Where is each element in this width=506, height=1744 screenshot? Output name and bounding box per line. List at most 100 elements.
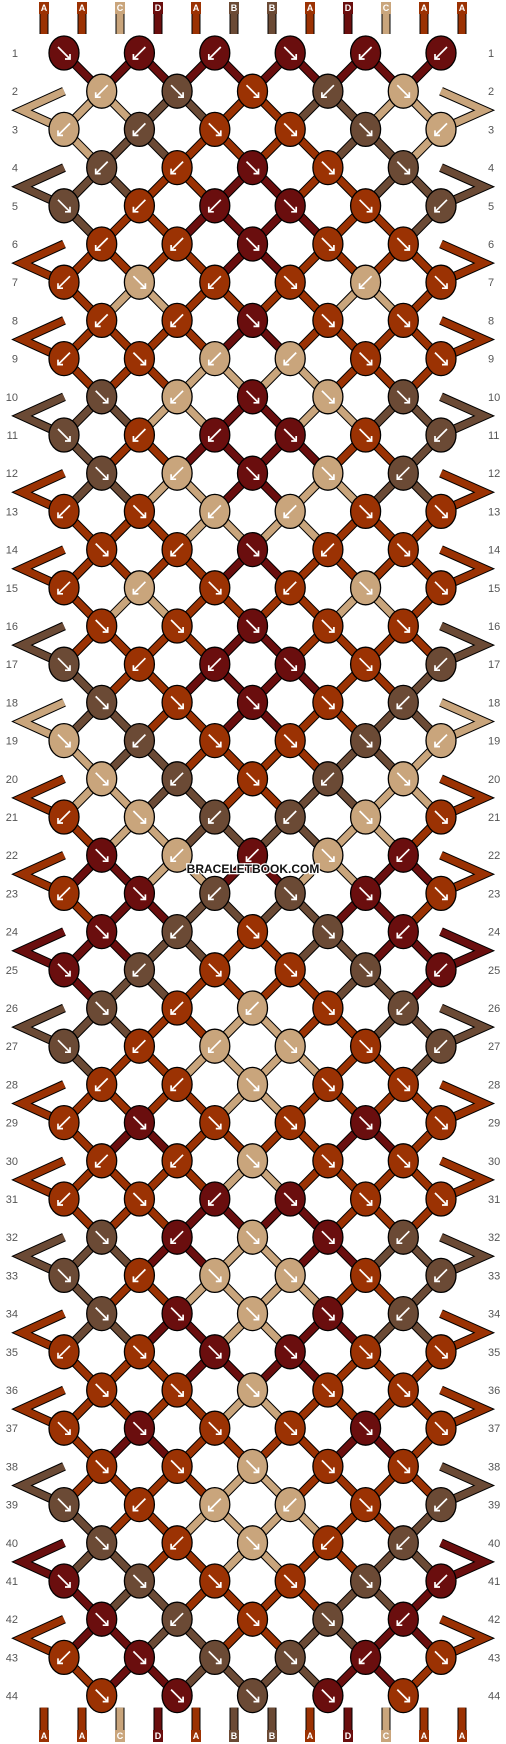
knot <box>274 1028 306 1064</box>
knot <box>312 608 344 644</box>
arrow-right-down-icon <box>358 581 373 595</box>
arrowhead-icon <box>207 283 214 290</box>
arrow-right-down-icon <box>245 1459 260 1474</box>
knot <box>236 761 269 797</box>
knot <box>236 1143 269 1179</box>
arrowhead-icon <box>442 359 448 366</box>
arrowhead-icon <box>170 168 177 175</box>
knot <box>123 35 156 71</box>
arrowhead-icon <box>207 1200 214 1206</box>
arrowhead-icon <box>215 588 222 595</box>
knot <box>123 570 156 606</box>
arrow-left-down-icon <box>132 657 147 671</box>
arrowhead-icon <box>442 1429 448 1436</box>
knot <box>236 1601 269 1637</box>
knot <box>236 837 269 873</box>
arrowhead-icon <box>291 665 298 672</box>
knot <box>86 1219 118 1255</box>
arrowhead-icon <box>102 627 109 633</box>
arrowhead-icon <box>102 1314 109 1321</box>
arrow-right-down-icon <box>95 1383 109 1397</box>
knot <box>86 1295 118 1332</box>
knot <box>387 149 419 186</box>
knot <box>199 722 231 759</box>
arrow-right-down-icon <box>95 390 109 404</box>
knot <box>274 111 306 148</box>
arrowhead-icon <box>434 1505 440 1512</box>
row-number-left: 3 <box>12 124 18 136</box>
knot <box>349 799 382 835</box>
arrowhead-icon <box>434 1276 440 1283</box>
arrowhead-icon <box>140 894 147 901</box>
knot <box>312 1525 344 1561</box>
arrowhead-icon <box>404 92 411 99</box>
arrow-left-down-icon <box>208 199 222 213</box>
knot <box>123 417 156 453</box>
arrow-right-down-icon <box>283 1115 297 1130</box>
arrowhead-icon <box>366 818 373 824</box>
arrow-right-down-icon <box>321 1612 335 1626</box>
arrow-right-down-icon <box>321 313 335 328</box>
arrow-right-down-icon <box>396 1154 410 1168</box>
arrowhead-icon <box>215 741 222 748</box>
strand-letter-bottom: A <box>41 1731 48 1741</box>
arrow-right-down-icon <box>245 924 260 939</box>
arrow-right-down-icon <box>95 1306 109 1321</box>
knot <box>236 1677 269 1714</box>
knot <box>349 1563 382 1599</box>
arrowhead-icon <box>57 1352 63 1359</box>
knot <box>274 1410 306 1446</box>
arrow-left-down-icon <box>245 848 260 862</box>
strand-letter-top: A <box>421 3 428 13</box>
arrowhead-icon <box>366 206 373 213</box>
arrowhead-icon <box>366 130 373 137</box>
row-number-right: 37 <box>488 1423 500 1435</box>
arrow-left-down-icon <box>132 1039 147 1053</box>
arrowhead-icon <box>207 665 214 672</box>
arrowhead-icon <box>94 1085 101 1092</box>
arrow-right-down-icon <box>283 657 297 671</box>
knot <box>274 35 306 71</box>
arrowhead-icon <box>140 512 147 519</box>
arrowhead-icon <box>253 1696 260 1703</box>
arrowhead-icon <box>328 245 335 251</box>
arrowhead-icon <box>291 283 298 290</box>
arrow-right-down-icon <box>208 122 222 137</box>
arrow-right-down-icon <box>95 1688 109 1703</box>
strand-letter-top: B <box>269 3 276 13</box>
arrowhead-icon <box>291 54 298 60</box>
arrow-right-down-icon <box>283 275 297 289</box>
arrowhead-icon <box>170 321 177 328</box>
strand-letter-bottom: A <box>193 1731 200 1741</box>
knot <box>199 570 231 606</box>
row-number-left: 19 <box>6 736 18 748</box>
knot <box>161 608 193 644</box>
arrow-right-down-icon <box>434 1345 448 1359</box>
row-number-right: 38 <box>488 1461 500 1473</box>
knot <box>387 837 419 873</box>
arrowhead-icon <box>328 1085 335 1092</box>
row-number-right: 31 <box>488 1194 500 1206</box>
knot <box>48 340 80 377</box>
strand-tag-top <box>419 2 429 14</box>
arrowhead-icon <box>283 588 290 595</box>
row-number-left: 33 <box>6 1270 18 1282</box>
arrow-right-down-icon <box>57 733 71 748</box>
arrowhead-icon <box>442 1123 448 1130</box>
knot <box>425 1486 457 1523</box>
arrowhead-icon <box>132 130 139 137</box>
knot <box>349 1028 382 1064</box>
arrowhead-icon <box>253 1314 260 1321</box>
arrow-right-down-icon <box>321 695 335 710</box>
strand-letter-top: B <box>231 3 238 13</box>
arrowhead-icon <box>170 1085 177 1092</box>
arrow-right-down-icon <box>321 1688 335 1703</box>
arrowhead-icon <box>396 1314 403 1321</box>
knot <box>199 875 231 912</box>
knot <box>199 799 231 835</box>
knot <box>349 1334 382 1370</box>
knot <box>312 1372 344 1408</box>
knot <box>86 837 118 873</box>
arrowhead-icon <box>245 856 252 863</box>
arrow-right-down-icon <box>132 275 147 289</box>
